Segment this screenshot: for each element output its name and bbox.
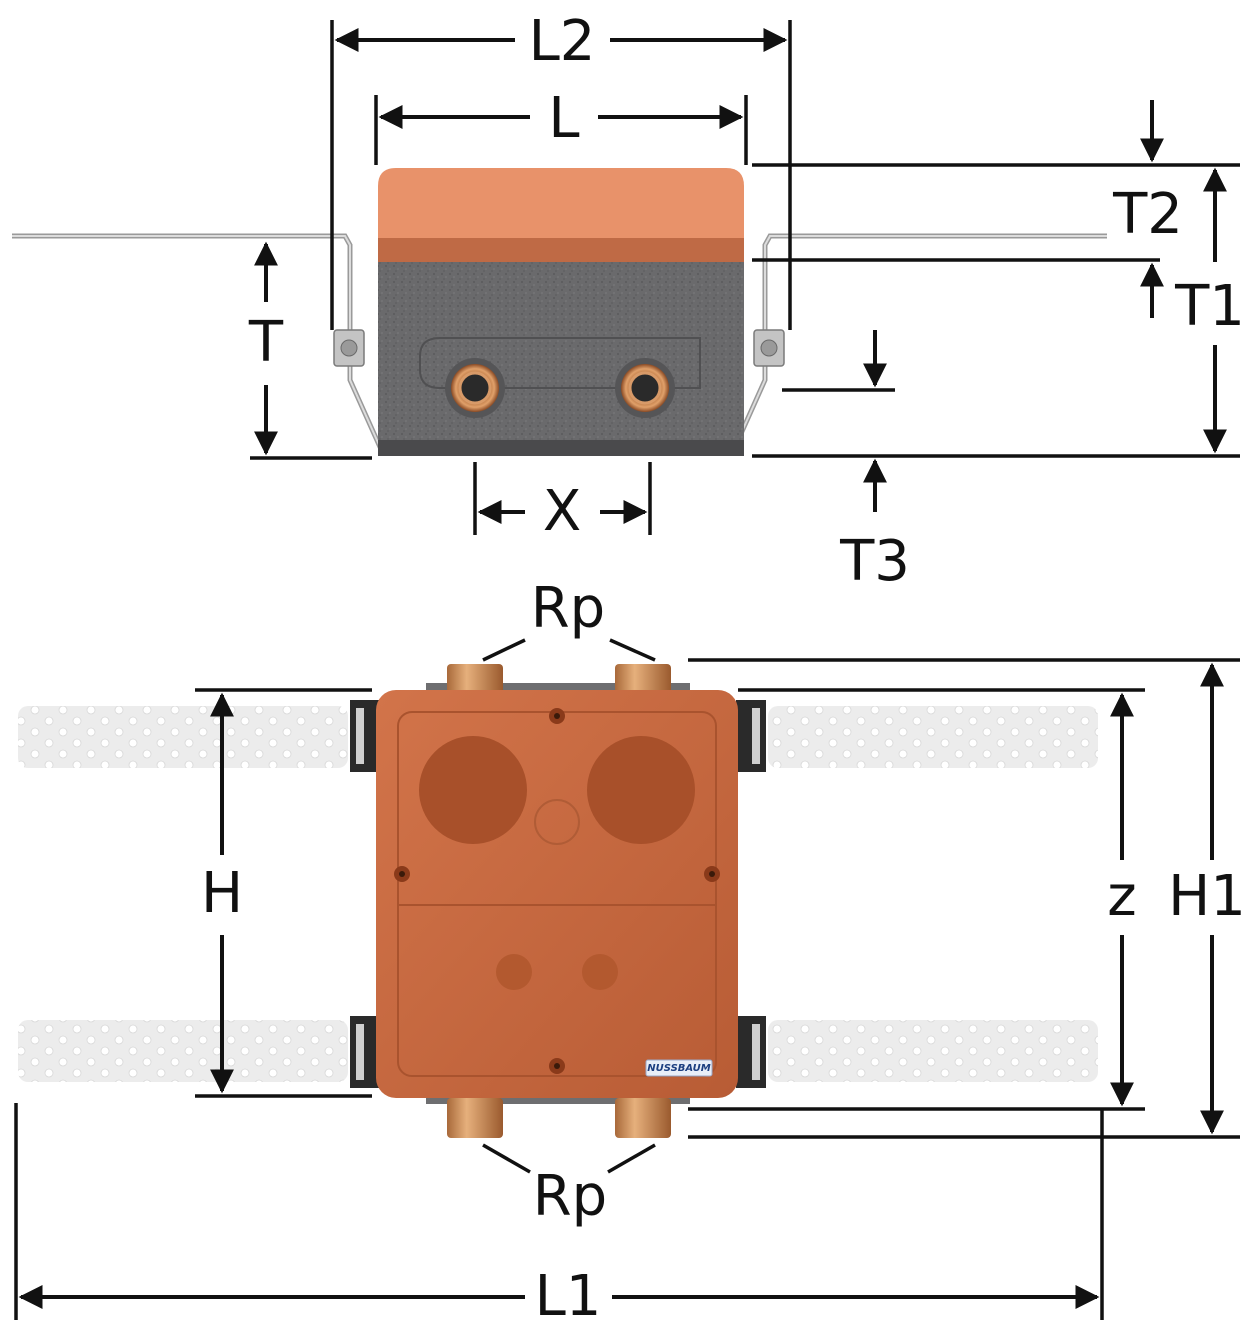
- clip-bottom-left: [350, 1016, 380, 1088]
- pipe-stub-bottom-left: [447, 1098, 503, 1138]
- pipe-stub-bottom-right: [615, 1098, 671, 1138]
- outlet-right: [615, 358, 675, 418]
- brand-label: NUSSBAUM: [647, 1063, 711, 1074]
- top-view: L2 L T T1 T2 T3 X: [12, 9, 1245, 594]
- leader-Rp-top-right: [609, 638, 656, 662]
- knockout-large-left: [419, 736, 527, 844]
- cover-top: [378, 168, 744, 240]
- insulation-body: [378, 258, 744, 456]
- bracket-top-right: [768, 706, 1098, 768]
- bracket-bottom-right: [768, 1020, 1098, 1082]
- clip-top-right: [736, 700, 766, 772]
- cover-band: [378, 238, 744, 262]
- clip-top-left: [350, 700, 380, 772]
- clamp-left: [333, 329, 365, 367]
- label-H: H: [201, 861, 243, 926]
- label-T2: T2: [1112, 182, 1183, 247]
- label-Rp-bottom: Rp: [533, 1164, 607, 1229]
- clip-bottom-right: [736, 1016, 766, 1088]
- leader-Rp-bottom-right: [607, 1143, 656, 1174]
- label-z: z: [1107, 864, 1136, 929]
- clamp-right: [753, 329, 785, 367]
- knockout-large-right: [587, 736, 695, 844]
- pipe-stub-top-left: [447, 664, 503, 694]
- label-L2: L2: [529, 9, 596, 74]
- knockout-small-right: [582, 954, 618, 990]
- front-view: NUSSBAUM Rp Rp H z H1 L1: [14, 576, 1246, 1329]
- label-X: X: [543, 479, 581, 544]
- label-T: T: [248, 310, 284, 375]
- brand-plate: [645, 1059, 713, 1077]
- label-L1: L1: [535, 1264, 602, 1329]
- label-Rp-top: Rp: [531, 576, 605, 641]
- pipe-stub-top-right: [615, 664, 671, 694]
- label-H1: H1: [1168, 864, 1246, 929]
- installation-box: [376, 690, 738, 1098]
- leader-Rp-bottom-left: [482, 1143, 531, 1174]
- bracket-top-left: [18, 706, 348, 768]
- bracket-bottom-left: [18, 1020, 348, 1082]
- label-T3: T3: [839, 529, 910, 594]
- knockout-small-left: [496, 954, 532, 990]
- outlet-left: [445, 358, 505, 418]
- label-L: L: [548, 86, 579, 151]
- label-T1: T1: [1174, 274, 1245, 339]
- leader-Rp-top-left: [482, 638, 526, 662]
- outlet-housing: [419, 337, 701, 389]
